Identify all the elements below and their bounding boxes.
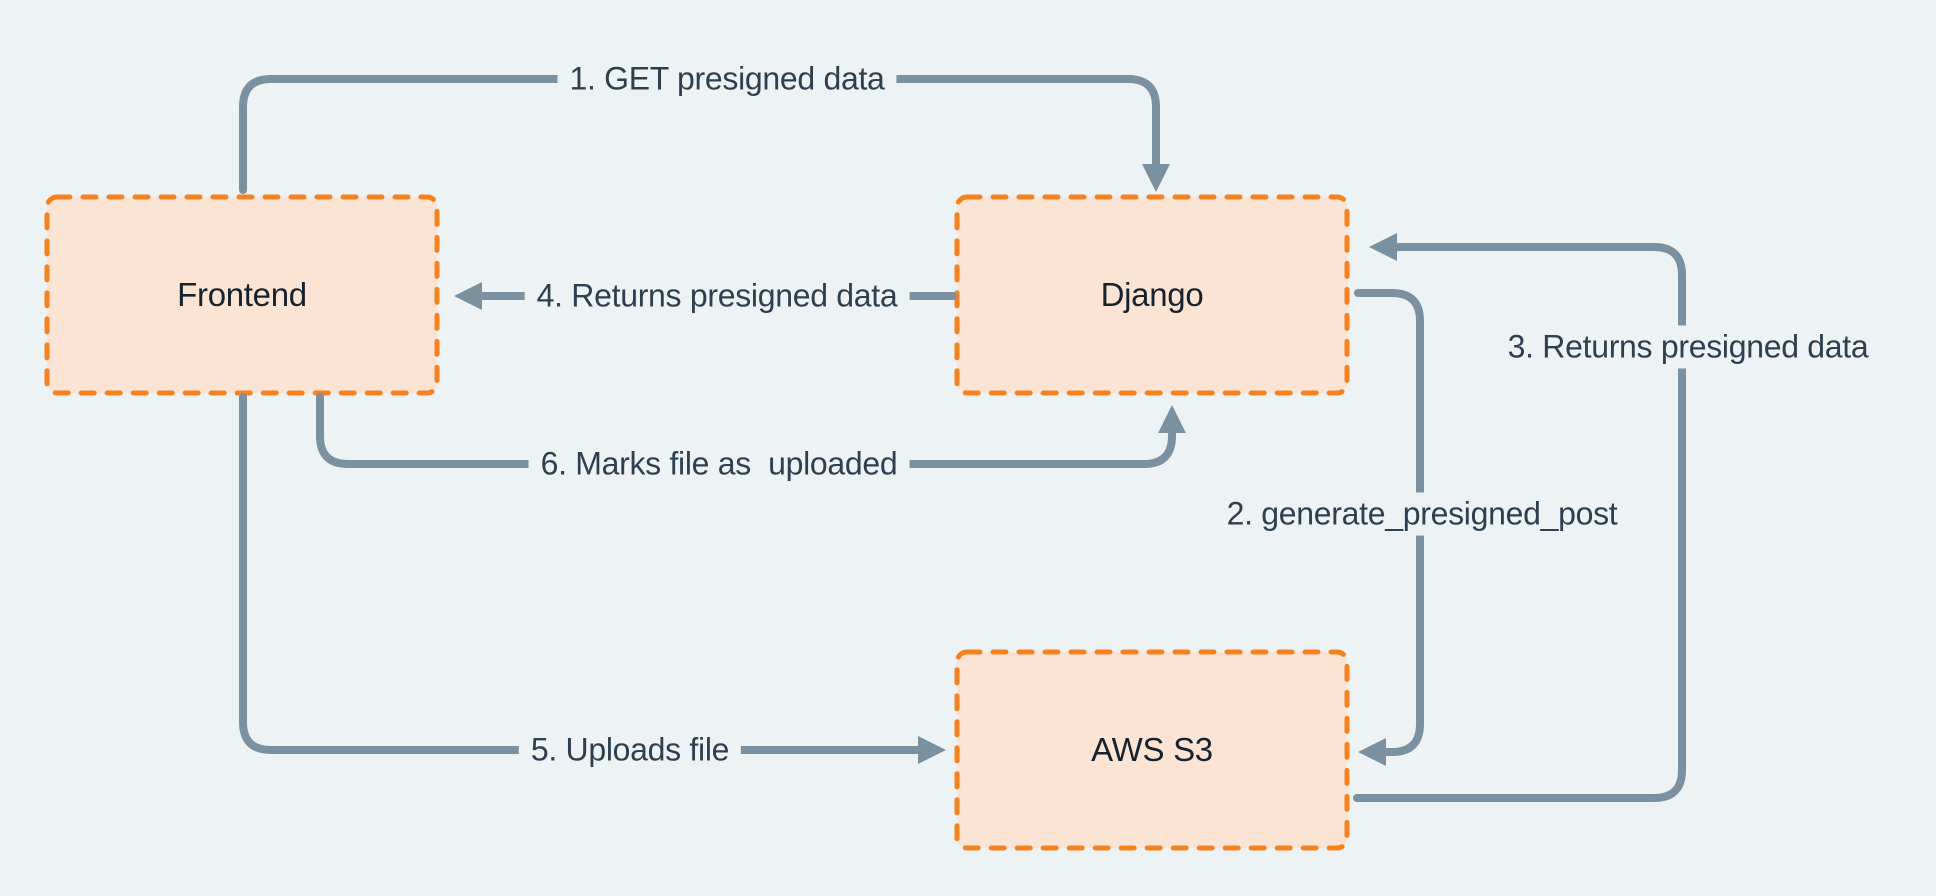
edge-6-arrowhead-icon [1158, 405, 1186, 433]
edge-label-2: 2. generate_presigned_post [1214, 492, 1630, 536]
node-frontend-box [44, 194, 440, 396]
node-django-label: Django [1100, 276, 1204, 313]
edge-1-arrowhead-icon [1142, 164, 1170, 192]
edge-label-3: 3. Returns presigned data [1495, 325, 1881, 369]
edge-3-path [1353, 243, 1686, 802]
node-django-box [954, 194, 1350, 396]
node-frontend-label: Frontend [177, 276, 307, 313]
edge-5-path [239, 393, 922, 754]
edge-label-6: 6. Marks file as uploaded [528, 442, 910, 486]
edge-4-arrowhead-icon [454, 282, 482, 310]
edge-label-5: 5. Uploads file [518, 728, 742, 772]
node-aws-s3-label: AWS S3 [1091, 731, 1213, 768]
node-aws-s3-box [954, 649, 1350, 851]
edge-label-1: 1. GET presigned data [557, 57, 897, 101]
edge-label-4: 4. Returns presigned data [524, 274, 910, 318]
edge-3-arrowhead-icon [1369, 233, 1397, 261]
edge-5-arrowhead-icon [918, 736, 946, 764]
edge-2-arrowhead-icon [1358, 738, 1386, 766]
